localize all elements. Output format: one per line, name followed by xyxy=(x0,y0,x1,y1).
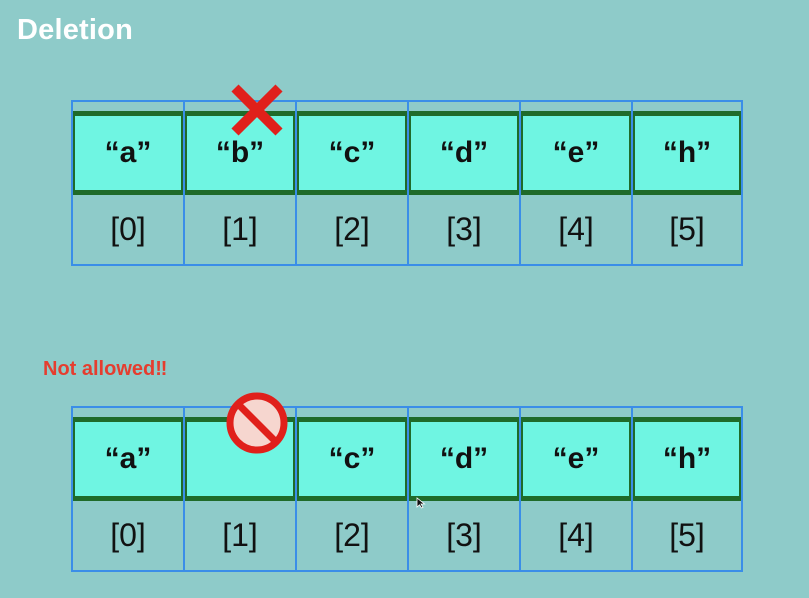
array-index: [1] xyxy=(222,211,258,247)
array-cell: “a” xyxy=(73,111,183,195)
array-index: [0] xyxy=(110,211,146,247)
array-column: “e” [4] xyxy=(519,406,631,572)
array-index: [2] xyxy=(334,517,370,553)
array-cell: “h” xyxy=(633,417,741,501)
array-column: “a” [0] xyxy=(71,100,183,266)
page-title: Deletion xyxy=(17,14,133,46)
array-index: [5] xyxy=(669,517,705,553)
delete-x-icon xyxy=(231,84,283,136)
array-cell: “d” xyxy=(409,417,519,501)
array-index: [1] xyxy=(222,517,258,553)
array-cell: “e” xyxy=(521,417,631,501)
array-column: “d” [3] xyxy=(407,406,519,572)
array-column: “h” [5] xyxy=(631,100,743,266)
array-index: [0] xyxy=(110,517,146,553)
array-cell: “c” xyxy=(297,417,407,501)
array-before-deletion: “a” [0] “b” [1] “c” [2] “d” [3] “e” [4] … xyxy=(71,100,743,266)
array-index: [3] xyxy=(446,211,482,247)
mouse-cursor-icon xyxy=(416,497,426,509)
array-cell: “a” xyxy=(73,417,183,501)
not-allowed-label: Not allowed‼ xyxy=(43,358,168,380)
array-index: [3] xyxy=(446,517,482,553)
array-column: “d” [3] xyxy=(407,100,519,266)
array-column: “c” [2] xyxy=(295,406,407,572)
array-cell: “c” xyxy=(297,111,407,195)
array-column: “h” [5] xyxy=(631,406,743,572)
array-column: “e” [4] xyxy=(519,100,631,266)
array-index: [5] xyxy=(669,211,705,247)
array-index: [4] xyxy=(558,517,594,553)
array-cell: “h” xyxy=(633,111,741,195)
array-index: [2] xyxy=(334,211,370,247)
array-index: [4] xyxy=(558,211,594,247)
prohibited-icon xyxy=(226,392,288,454)
array-cell: “d” xyxy=(409,111,519,195)
array-column: “c” [2] xyxy=(295,100,407,266)
array-cell: “e” xyxy=(521,111,631,195)
array-column: “a” [0] xyxy=(71,406,183,572)
array-with-gap: “a” [0] [1] “c” [2] “d” [3] “e” [4] “h” … xyxy=(71,406,743,572)
